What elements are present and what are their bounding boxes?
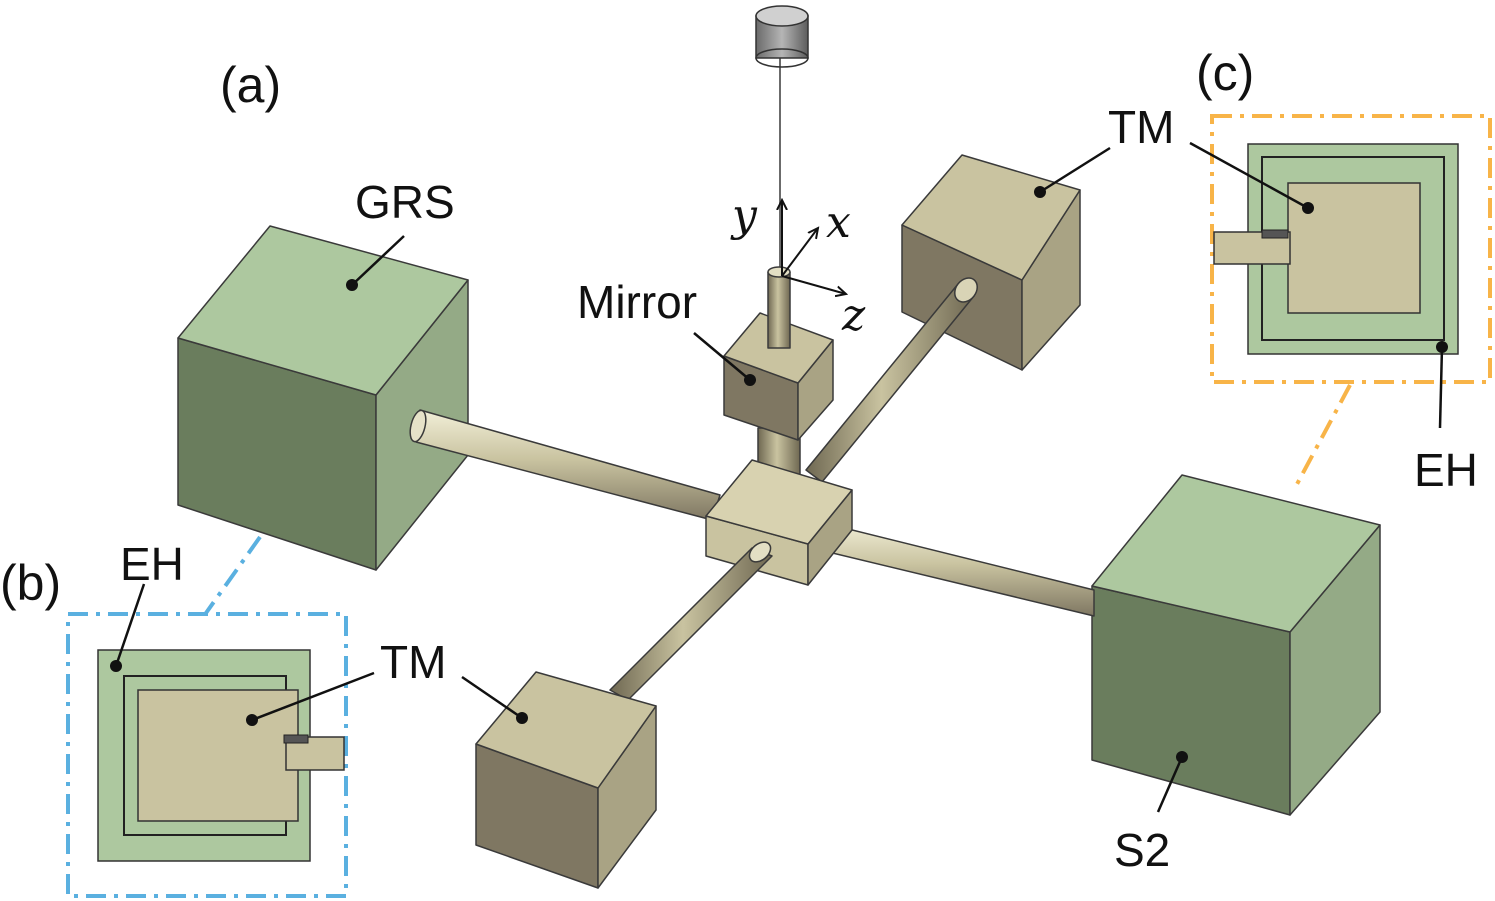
panel-label-a: (a): [220, 57, 281, 113]
tm-cube-front-left: [475, 671, 657, 889]
label-eh-b: EH: [120, 538, 184, 590]
leader-mirror: [693, 332, 756, 386]
inset-b-connector: [204, 535, 262, 615]
axis-label-z: z: [841, 290, 866, 341]
panel-label-b: (b): [0, 555, 61, 611]
inset-b-test-mass: [137, 689, 299, 822]
label-tm-top: TM: [1108, 101, 1174, 153]
label-tm-bottom: TM: [380, 636, 446, 688]
rod-right: [819, 521, 1095, 617]
label-eh-c: EH: [1414, 444, 1478, 496]
upper-shaft: [767, 266, 791, 349]
inset-c: [1189, 114, 1492, 429]
panel-label-c: (c): [1196, 45, 1254, 101]
leader-tm-top: [1034, 146, 1111, 198]
label-grs: GRS: [355, 176, 455, 228]
inset-b: [66, 583, 375, 898]
inset-c-frame: [1210, 114, 1492, 384]
inset-b-frame: [66, 612, 348, 898]
label-mirror: Mirror: [577, 276, 697, 328]
axis-label-x: x: [826, 197, 851, 248]
torsion-head-cylinder: [755, 5, 809, 68]
rod-front-left: [609, 541, 773, 701]
s2-housing: [1091, 474, 1381, 816]
leader-tm-bottom: [461, 675, 528, 724]
leader-s2: [1156, 751, 1188, 813]
leader-grs: [346, 235, 405, 291]
grs-housing: [177, 225, 469, 571]
central-hub: [705, 459, 853, 586]
inset-c-connector: [1294, 384, 1352, 487]
coordinate-axes: [782, 200, 846, 294]
label-s2: S2: [1114, 824, 1170, 876]
axis-label-y: y: [730, 190, 758, 241]
